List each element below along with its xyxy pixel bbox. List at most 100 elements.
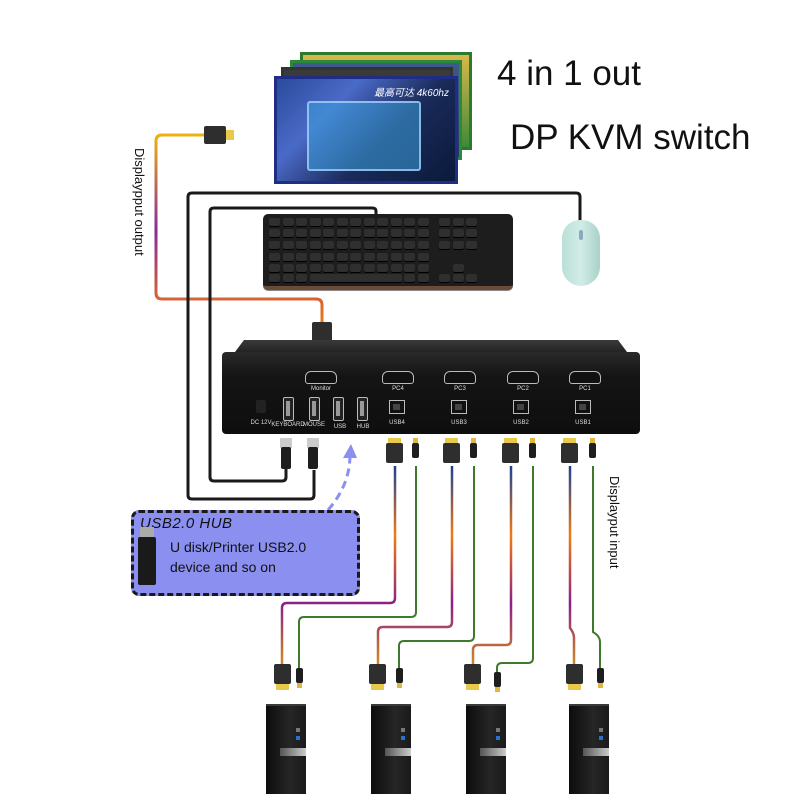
keyboard-key <box>323 229 334 238</box>
keyboard-key <box>452 229 464 238</box>
usb-b-label-4: USB4 <box>389 420 405 426</box>
usb-b-port-4[interactable] <box>389 400 405 414</box>
usb-b-label-2: USB2 <box>513 420 529 426</box>
dp-port-label-pc2: PC2 <box>517 386 529 392</box>
dp-port-label-pc3: PC3 <box>454 386 466 392</box>
keyboard-key <box>363 264 375 273</box>
usb-a-port-hub-1[interactable] <box>333 397 344 421</box>
hub-arrow-head <box>343 444 357 458</box>
keyboard-key <box>363 253 375 262</box>
keyboard-key <box>417 218 429 227</box>
usb-input-cable-1 <box>592 466 601 668</box>
usb-b-port-1[interactable] <box>575 400 591 414</box>
keyboard-key <box>404 264 415 273</box>
usb-hub-line-2: device and so on <box>170 559 276 575</box>
usb-plug-tip-4 <box>413 438 418 443</box>
keyboard-key <box>269 218 280 227</box>
usb-stick-icon <box>138 537 156 585</box>
usb-plug-2 <box>529 443 536 458</box>
keyboard-key <box>390 229 402 238</box>
keyboard-key <box>404 229 415 238</box>
title-line-1: 4 in 1 out <box>497 54 641 93</box>
tablet-graphic <box>307 101 421 171</box>
dp-port-monitor[interactable] <box>305 371 337 384</box>
keyboard-key <box>336 264 348 273</box>
pc-tower-4 <box>569 704 609 794</box>
mouse-usb-plug <box>308 447 318 469</box>
usb-b-port-2[interactable] <box>513 400 529 414</box>
keyboard-key <box>296 218 307 227</box>
keyboard-key <box>282 274 294 283</box>
keyboard-key <box>269 253 280 262</box>
keyboard-key <box>309 274 402 283</box>
keyboard-key <box>417 229 429 238</box>
dp-plug-1 <box>561 443 578 463</box>
keyboard-cable <box>208 206 378 483</box>
keyboard-key <box>269 241 280 250</box>
usb-plug-3 <box>470 443 477 458</box>
keyboard-key <box>377 241 388 250</box>
keyboard-key <box>350 264 361 273</box>
mouse-icon <box>562 220 600 286</box>
keyboard-key <box>282 241 294 250</box>
pc4-usb-plug <box>597 668 604 683</box>
keyboard-key <box>417 264 429 273</box>
pc2-usb-plug <box>396 668 403 683</box>
keyboard-key <box>390 264 402 273</box>
usb-a-label-hub: HUB <box>356 424 370 430</box>
keyboard-key <box>296 274 307 283</box>
dp-port-pc4[interactable] <box>382 371 414 384</box>
keyboard-icon <box>263 214 513 290</box>
usb-a-port-hub-2[interactable] <box>357 397 368 421</box>
usb-a-port-keyboard[interactable] <box>283 397 294 421</box>
power-label: DC 12V <box>250 420 272 426</box>
usb-a-port-mouse[interactable] <box>309 397 320 421</box>
keyboard-key <box>439 229 450 238</box>
keyboard-key <box>404 218 415 227</box>
keyboard-key <box>323 264 334 273</box>
keyboard-key <box>466 229 477 238</box>
dp-input-cable-4 <box>280 466 397 664</box>
title-line-2: DP KVM switch <box>510 118 751 157</box>
keyboard-key <box>439 241 450 250</box>
pc1-dp-plug-tip <box>276 684 289 690</box>
pc3-usb-plug <box>494 672 501 687</box>
label-displayport-input: Displayput input <box>607 476 622 569</box>
dp-output-plug-tip <box>226 130 234 140</box>
keyboard-key <box>404 274 415 283</box>
keyboard-key <box>452 218 464 227</box>
pc3-dp-plug-tip <box>466 684 479 690</box>
keyboard-key <box>466 218 477 227</box>
keyboard-key <box>309 264 321 273</box>
keyboard-key <box>282 218 294 227</box>
keyboard-key <box>350 229 361 238</box>
pc-tower-3 <box>466 704 506 794</box>
keyboard-key <box>377 218 388 227</box>
pc-tower-2 <box>371 704 411 794</box>
dp-port-label-pc1: PC1 <box>579 386 591 392</box>
dp-plug-4 <box>386 443 403 463</box>
dp-plug-tip-3 <box>445 438 458 444</box>
monitor-front: 最高可达 4k60hz <box>274 76 458 184</box>
keyboard-key <box>363 218 375 227</box>
power-jack[interactable] <box>256 400 266 413</box>
keyboard-key <box>323 241 334 250</box>
mouse-cable <box>186 191 582 501</box>
keyboard-key <box>296 264 307 273</box>
keyboard-key <box>350 253 361 262</box>
keyboard-key <box>350 218 361 227</box>
label-displayport-output: Displaypput output <box>132 148 147 256</box>
keyboard-key <box>336 241 348 250</box>
usb-b-port-3[interactable] <box>451 400 467 414</box>
dp-port-label-pc4: PC4 <box>392 386 404 392</box>
dp-port-pc1[interactable] <box>569 371 601 384</box>
dp-port-pc3[interactable] <box>444 371 476 384</box>
keyboard-key <box>439 274 450 283</box>
usb-hub-description: U disk/Printer USB2.0 device and so on <box>170 537 306 577</box>
keyboard-key <box>309 218 321 227</box>
keyboard-key <box>390 241 402 250</box>
dp-port-pc2[interactable] <box>507 371 539 384</box>
usb-plug-tip-2 <box>530 438 535 443</box>
keyboard-key <box>309 253 321 262</box>
